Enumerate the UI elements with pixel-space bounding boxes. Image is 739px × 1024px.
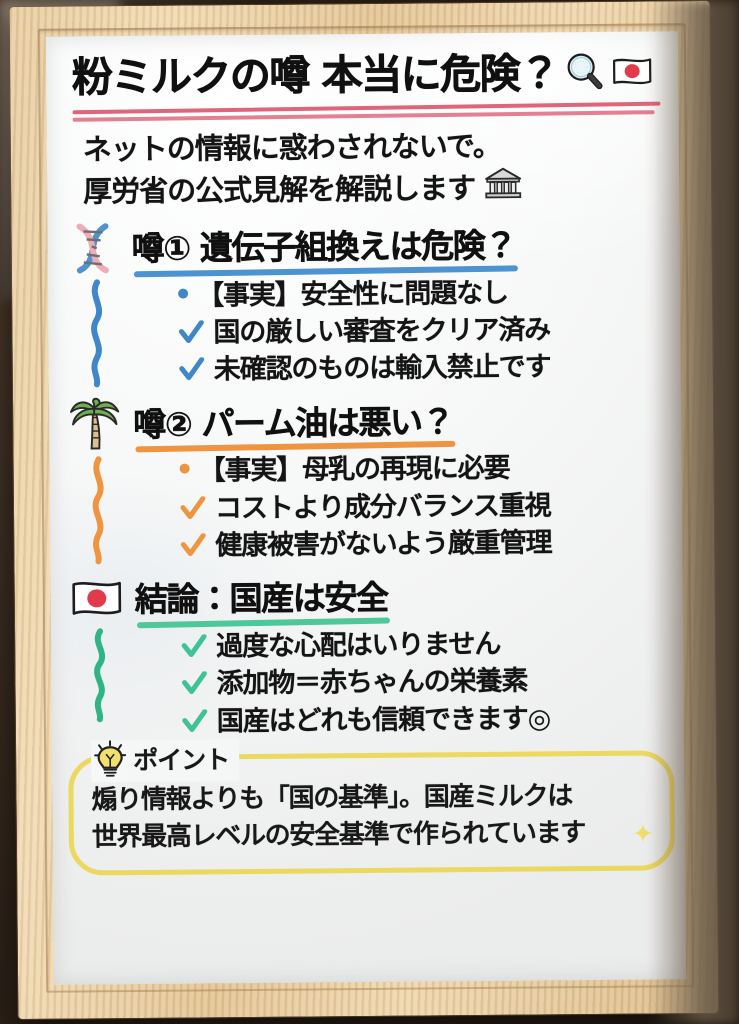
point-label-tab: ポイント (90, 738, 240, 783)
check-icon (178, 317, 204, 343)
squiggle-connector-orange (86, 455, 113, 565)
list-item-label: 過度な心配はいりません (216, 628, 501, 663)
point-callout-box: ポイント 煽り情報よりも「国の基準」。国産ミルクは 世界最高レベルの安全基準で作… (68, 738, 676, 876)
section-1-heading-row: 噂① 遺伝子組換えは危険？ (59, 215, 669, 277)
section-1-title-wrap: 噂① 遺伝子組換えは危険？ (131, 225, 519, 277)
subtitle-text-2: 厚労省の公式見解を解説します (83, 170, 476, 209)
section-2-bullets: 【事実】母乳の再現に必要 コストより成分バランス重視 (61, 449, 672, 566)
list-item-label: コストより成分バランス重視 (214, 489, 551, 524)
check-icon (181, 669, 207, 695)
list-item-label: 健康被害がないよう厳重管理 (215, 527, 552, 562)
magnifier-icon (562, 50, 606, 98)
list-item: 【事実】安全性に問題なし (178, 273, 670, 315)
subtitle-block: ネットの情報に惑わされないで。 厚労省の公式見解を解説します (83, 125, 670, 214)
check-icon (180, 493, 206, 519)
dna-helix-icon (65, 220, 121, 276)
poster-title-row: 粉ミルクの噂 本当に危険？ (58, 49, 668, 102)
sparkle-icon: ✦ (631, 819, 654, 850)
whiteboard-poster: 粉ミルクの噂 本当に危険？ (45, 31, 687, 985)
classical-building-icon (483, 165, 523, 211)
check-icon (182, 706, 208, 732)
list-item: 健康被害がないよう厳重管理 (180, 523, 672, 565)
japan-flag-icon (69, 571, 125, 627)
subtitle-line-2: 厚労省の公式見解を解説します (83, 164, 669, 214)
section-1-bullets: 【事実】安全性に問題なし 国の厳しい審査をクリア済み (60, 273, 671, 390)
section-3-title: 結論：国産は安全 (134, 578, 388, 620)
point-section: ポイント 煽り情報よりも「国の基準」。国産ミルクは 世界最高レベルの安全基準で作… (68, 738, 676, 876)
list-item: コストより成分バランス重視 (180, 486, 672, 528)
list-item-label: 添加物＝赤ちゃんの栄養素 (216, 665, 528, 700)
squiggle-connector-blue (84, 278, 111, 388)
list-item: 過度な心配はいりません (181, 624, 673, 666)
list-item-label: 未確認のものは輸入禁止です (213, 351, 551, 386)
bullet-dot-icon (178, 288, 189, 299)
subtitle-line-1: ネットの情報に惑わされないで。 (83, 125, 669, 168)
point-text-line-2: 世界最高レベルの安全基準で作られています (91, 817, 586, 853)
list-item: 添加物＝赤ちゃんの栄養素 (181, 662, 673, 704)
japan-flag-icon (610, 53, 654, 93)
section-rumor-2: 噂② パーム油は悪い？ 【事実】母乳の再現に必要 (61, 391, 672, 566)
check-icon (179, 354, 205, 381)
section-2-heading-row: 噂② パーム油は悪い？ (61, 391, 671, 453)
list-item-label: 【事実】母乳の再現に必要 (198, 453, 510, 487)
bullet-dot-icon (179, 463, 190, 474)
list-item-label: 【事実】安全性に問題なし (196, 277, 509, 311)
section-3-title-wrap: 結論：国産は安全 (134, 578, 390, 629)
list-item-label: 国産はどれも信頼できます◎ (216, 702, 551, 737)
list-item: 【事実】母乳の再現に必要 (179, 449, 671, 491)
list-item: 未確認のものは輸入禁止です (179, 347, 671, 389)
section-conclusion: 結論：国産は安全 (63, 566, 674, 741)
lightbulb-icon (93, 740, 127, 782)
title-underline (72, 101, 661, 122)
list-item: 国産はどれも信頼できます◎ (182, 699, 674, 741)
point-text-line-1: 煽り情報よりも「国の基準」。国産ミルクは (91, 780, 573, 816)
section-2-title: 噂② パーム油は悪い？ (133, 401, 454, 444)
check-icon (180, 530, 206, 556)
section-1-title: 噂① 遺伝子組換えは危険？ (131, 225, 517, 268)
page-title: 粉ミルクの噂 本当に危険？ (71, 49, 559, 103)
list-item-label: 国の厳しい審査をクリア済み (213, 314, 551, 349)
section-3-bullets: 過度な心配はいりません 添加物＝赤ちゃんの栄養素 (63, 624, 674, 741)
point-label: ポイント (133, 744, 230, 775)
palm-tree-icon (67, 395, 123, 451)
wooden-picture-frame: 粉ミルクの噂 本当に危険？ (9, 0, 719, 1020)
squiggle-connector-green (87, 627, 114, 723)
list-item: 国の厳しい審査をクリア済み (178, 310, 670, 352)
check-icon (181, 631, 207, 658)
section-3-heading-row: 結論：国産は安全 (63, 566, 673, 629)
section-2-title-wrap: 噂② パーム油は悪い？ (133, 401, 456, 453)
section-rumor-1: 噂① 遺伝子組換えは危険？ 【事実】安全性に問題なし (59, 215, 670, 390)
subtitle-text-1: ネットの情報に惑わされないで。 (82, 128, 501, 167)
